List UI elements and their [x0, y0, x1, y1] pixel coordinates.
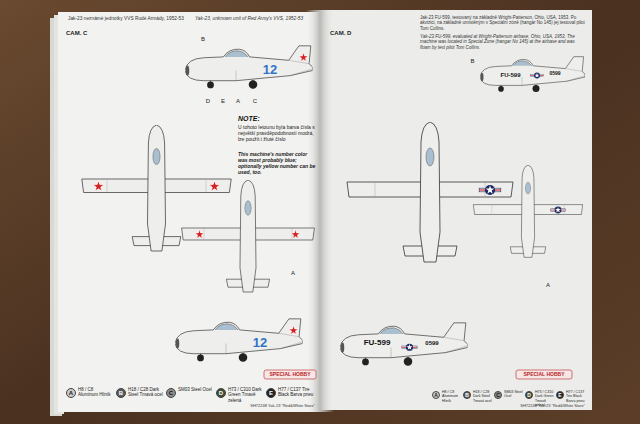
- callout-letter: A: [543, 282, 553, 289]
- swatch-letter: B: [463, 391, 471, 399]
- tactical-number: 12: [259, 62, 281, 78]
- us-star: [479, 185, 501, 195]
- top-view: [347, 122, 513, 262]
- paint-name: H8 / C8 Aluminum Hliník: [78, 387, 114, 398]
- note-text: U tohoto letounu byla barva čísla s nejv…: [238, 124, 318, 142]
- callout-letter: D: [203, 98, 213, 105]
- paint-name: H8 / C8 Aluminum Hliník: [442, 390, 462, 403]
- swatch-letter: C: [166, 388, 176, 398]
- side-view: [175, 319, 303, 362]
- logo-plate: [516, 370, 572, 379]
- heading-text: Yak-23, unknown unit of Red Army's VVS, …: [195, 16, 317, 22]
- red-star: [291, 230, 300, 239]
- side-view: [340, 323, 468, 366]
- serial-number: 0599: [421, 340, 443, 347]
- logo-plate: [264, 370, 316, 379]
- swatch-letter: B: [116, 388, 126, 398]
- note-text: This machine's number color was most pro…: [238, 151, 318, 175]
- side-view: [480, 57, 585, 92]
- scheme-label: CAM. C: [66, 30, 106, 37]
- swatch-letter: E: [266, 388, 276, 398]
- swatch-letter: D: [525, 391, 533, 399]
- callout-letter: A: [233, 98, 243, 105]
- swatch-letter: C: [494, 391, 502, 399]
- swatch-letter: D: [216, 388, 226, 398]
- red-star: [209, 181, 220, 192]
- red-star: [93, 181, 104, 192]
- left-page: [58, 12, 320, 412]
- scheme-label: CAM. D: [330, 30, 370, 37]
- callout-letter: B: [198, 36, 208, 43]
- side-view: [185, 46, 313, 89]
- paint-name: H73 / C310 Dark Green Tmavě zelená: [535, 390, 555, 407]
- paint-name: H18 / C28 Dark Steel Tmavá ocel: [473, 390, 493, 403]
- us-star: [531, 73, 544, 79]
- swatch-letter: A: [432, 391, 440, 399]
- swatch-letter: A: [66, 388, 76, 398]
- callout-letter: A: [288, 270, 298, 277]
- bottom-view: [473, 165, 582, 257]
- heading-text: Jak-23 neznámé jednotky VVS Rudé Armády,…: [68, 16, 190, 22]
- us-star: [551, 207, 565, 214]
- swatch-letter: E: [556, 391, 564, 399]
- callout-letter: B: [468, 58, 477, 65]
- callout-letter: C: [250, 98, 260, 105]
- paint-name: H77 / C137 Tire Black Barva pneu: [278, 387, 314, 398]
- brand-logo: SPECIAL HOBBY: [264, 371, 316, 377]
- right-page: [320, 10, 592, 410]
- callout-letter: E: [218, 98, 228, 105]
- kit-code: SH72248 Yak-23 "Red&White Stars": [205, 404, 315, 409]
- tactical-number: 12: [249, 335, 271, 351]
- brand-logo: SPECIAL HOBBY: [516, 371, 572, 377]
- paint-name: H73 / C310 Dark Green Tmavě zelená: [228, 387, 264, 403]
- heading-text: Jak-23 FU-599, testovaný na základně Wri…: [420, 15, 585, 31]
- kit-code: SH72248 Yak-23 "Red&White Stars": [470, 404, 585, 409]
- paint-name: SM03 Steel Ocel: [504, 390, 524, 399]
- bottom-view: [182, 180, 315, 292]
- serial-number: FU-599: [494, 72, 527, 79]
- paint-name: SM03 Steel Ocel: [178, 387, 214, 392]
- serial-number: FU-599: [355, 338, 399, 348]
- paint-name: H18 / C28 Dark Steel Tmavá ocel: [128, 387, 164, 398]
- serial-number: 0599: [546, 70, 564, 76]
- red-star: [289, 326, 298, 335]
- note-heading: NOTE:: [238, 115, 318, 123]
- red-star: [299, 53, 308, 62]
- red-star: [195, 230, 204, 239]
- us-star: [402, 344, 417, 351]
- heading-text: Yak-23 FU-599, evaluated at Wright-Patte…: [420, 34, 585, 50]
- paint-name: H77 / C137 Tire Black Barva pneu: [566, 390, 586, 403]
